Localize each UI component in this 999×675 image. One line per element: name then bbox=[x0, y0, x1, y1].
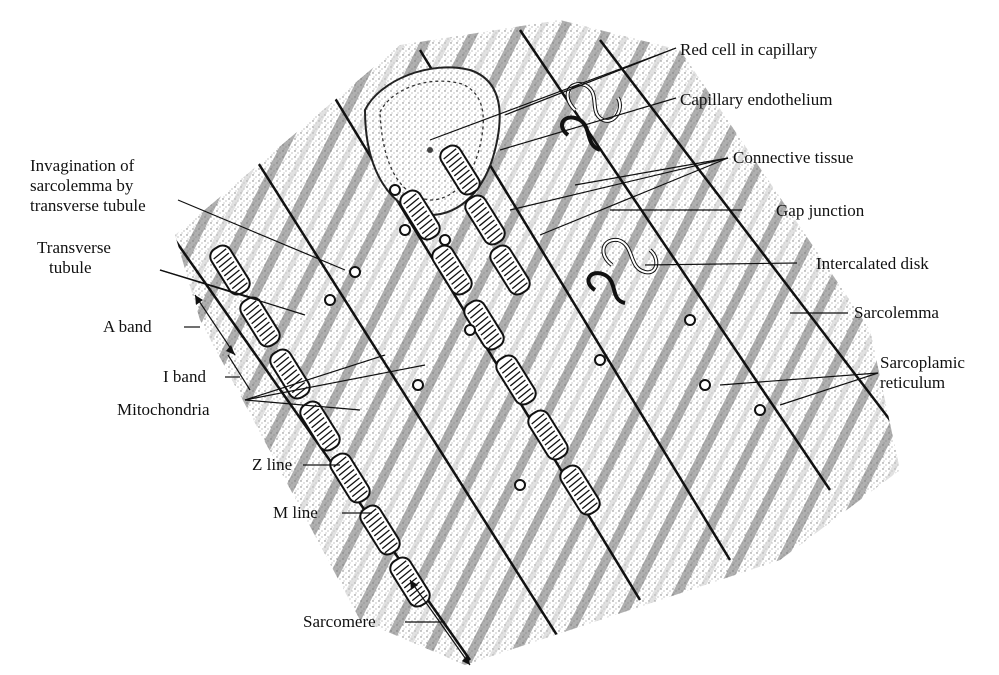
striation-band bbox=[0, 0, 122, 675]
reticulum-dot bbox=[465, 325, 475, 335]
striation-band bbox=[0, 0, 78, 675]
striation-band bbox=[0, 0, 144, 675]
label-invagination-line3: transverse tubule bbox=[30, 196, 146, 215]
reticulum-dot bbox=[350, 267, 360, 277]
label-intercalated-disk: Intercalated disk bbox=[816, 254, 929, 273]
label-connective-tissue: Connective tissue bbox=[733, 148, 853, 167]
striation-band bbox=[0, 0, 188, 675]
label-sarcomere: Sarcomere bbox=[303, 612, 376, 631]
striation-band bbox=[0, 0, 210, 675]
striation-band bbox=[0, 0, 56, 675]
label-sarcoplasmic-reticulum-line1: Sarcoplamic bbox=[880, 353, 965, 372]
striation-band bbox=[954, 0, 999, 675]
reticulum-dot bbox=[755, 405, 765, 415]
striation-band bbox=[0, 0, 100, 675]
striation-band bbox=[0, 0, 34, 675]
label-i-band: I band bbox=[163, 367, 206, 386]
label-capillary-endothelium: Capillary endothelium bbox=[680, 90, 833, 109]
striation-band bbox=[910, 0, 999, 675]
label-transverse-tubule-line2: tubule bbox=[49, 258, 92, 277]
reticulum-dot bbox=[440, 235, 450, 245]
label-z-line: Z line bbox=[252, 455, 292, 474]
label-sarcolemma: Sarcolemma bbox=[854, 303, 939, 322]
label-m-line: M line bbox=[273, 503, 318, 522]
striation-band bbox=[0, 0, 232, 675]
striation-band bbox=[888, 0, 999, 675]
striation-band bbox=[0, 0, 166, 675]
reticulum-dot bbox=[400, 225, 410, 235]
label-a-band: A band bbox=[103, 317, 152, 336]
reticulum-dot bbox=[390, 185, 400, 195]
label-gap-junction: Gap junction bbox=[776, 201, 864, 220]
label-transverse-tubule-line1: Transverse bbox=[37, 238, 111, 257]
reticulum-dot bbox=[595, 355, 605, 365]
label-sarcoplasmic-reticulum-line2: reticulum bbox=[880, 373, 945, 392]
label-invagination-line1: Invagination of bbox=[30, 156, 134, 175]
reticulum-dot bbox=[700, 380, 710, 390]
reticulum-dot bbox=[413, 380, 423, 390]
reticulum-dot bbox=[685, 315, 695, 325]
striation-band bbox=[0, 0, 12, 675]
striation-band bbox=[976, 0, 999, 675]
label-mitochondria: Mitochondria bbox=[117, 400, 210, 419]
reticulum-dot bbox=[325, 295, 335, 305]
reticulum-dot bbox=[515, 480, 525, 490]
striation-band bbox=[932, 0, 999, 675]
label-invagination-line2: sarcolemma by bbox=[30, 176, 133, 195]
striation-band bbox=[866, 0, 999, 675]
label-red-cell-in-capillary: Red cell in capillary bbox=[680, 40, 817, 59]
